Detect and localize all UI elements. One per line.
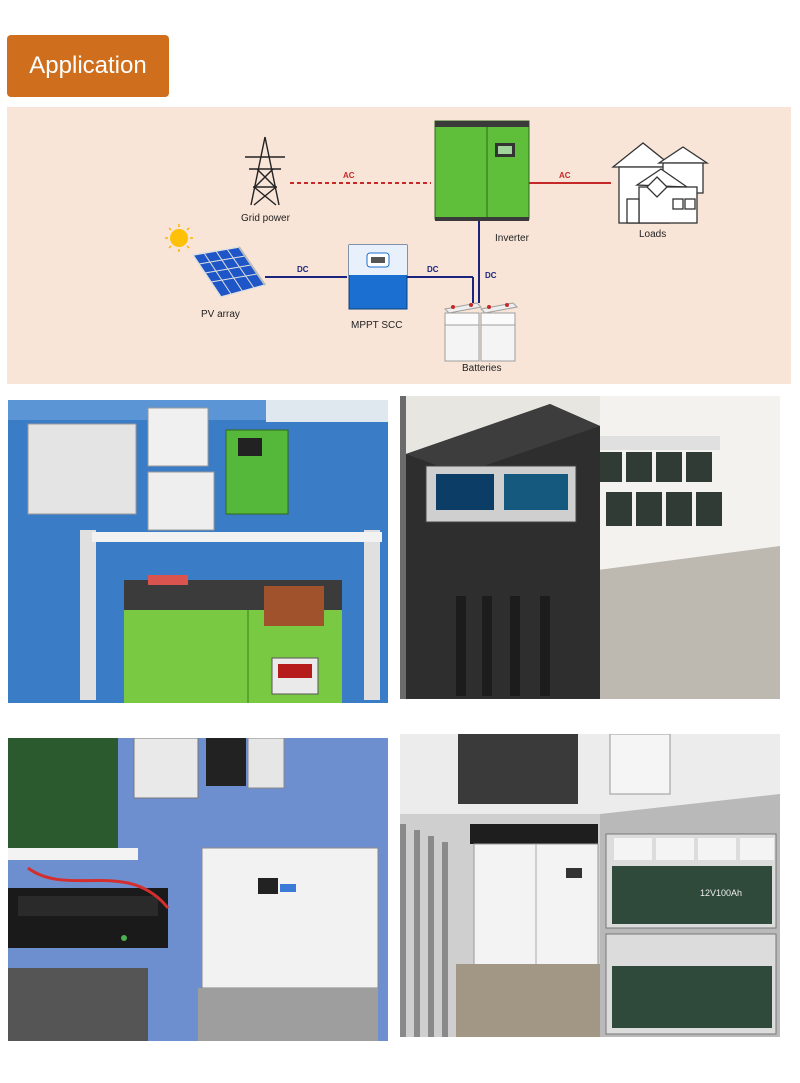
loads-label: Loads: [639, 229, 667, 240]
grid-tower-icon: [245, 136, 285, 206]
batteries-label: Batteries: [462, 363, 502, 374]
dc-label-inverter: DC: [485, 271, 497, 280]
ac-label-loads: AC: [559, 171, 571, 180]
photo-lithium-setup: [8, 738, 388, 1041]
system-diagram: AC AC DC DC DC Grid power Inverter Loads…: [7, 107, 791, 384]
inverter-cabinet-icon: [434, 120, 530, 221]
dc-label-mppt: DC: [427, 265, 439, 274]
photo-installation-wall: [8, 400, 388, 703]
grid-power-label: Grid power: [241, 213, 290, 224]
photo-large-inverter: [400, 396, 780, 699]
mppt-controller-icon: [348, 244, 408, 310]
dc-label-pv: DC: [297, 265, 309, 274]
sun-icon: [165, 224, 193, 252]
pv-panel-icon: [191, 246, 267, 298]
battery-label-text: 12V100Ah: [700, 888, 742, 898]
mppt-label: MPPT SCC: [351, 320, 403, 331]
ac-label-grid: AC: [343, 171, 355, 180]
section-title: Application: [7, 35, 169, 97]
pv-array-label: PV array: [201, 309, 240, 320]
inverter-label: Inverter: [495, 233, 529, 244]
diagram-graphics: [165, 120, 710, 362]
house-icon: [611, 142, 710, 224]
photo-gel-batteries: 12V100Ah: [400, 734, 780, 1037]
battery-bank-icon: [443, 302, 519, 362]
